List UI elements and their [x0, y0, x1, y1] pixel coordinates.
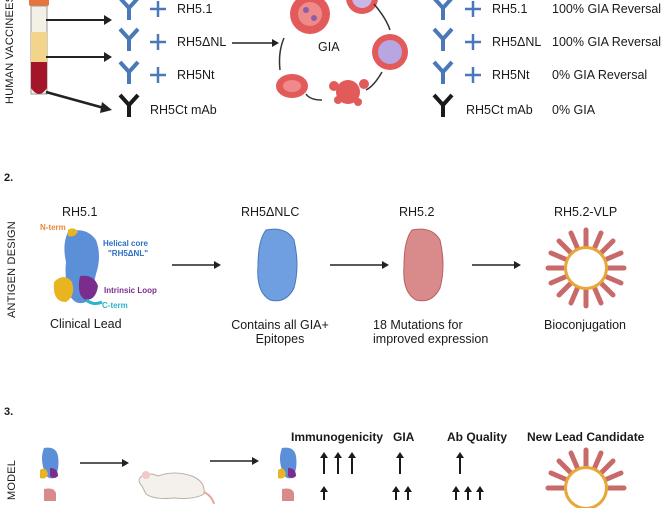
- antibody-icon: [432, 27, 454, 51]
- result-label: 0% GIA: [552, 103, 596, 117]
- header-immunogenicity: Immunogenicity: [291, 430, 384, 444]
- antigen-label: RH5.1: [492, 2, 528, 16]
- antibody-icon: [119, 0, 139, 20]
- rh52-structure-icon: [282, 488, 294, 501]
- antibody-icon: [433, 0, 453, 20]
- arrow-icon: [472, 261, 521, 269]
- up-arrow-icon: [456, 452, 464, 474]
- antibody-icon: [432, 93, 454, 117]
- antibody-icon: [118, 27, 140, 51]
- section2-side-label: ANTIGEN DESIGN: [6, 221, 18, 318]
- arrow-icon: [172, 261, 221, 269]
- up-arrow-icon: [392, 486, 412, 500]
- section3-side-label: MODEL: [6, 459, 18, 500]
- antigen-label: RH5Nt: [492, 68, 530, 82]
- up-arrow-icon: [452, 486, 484, 500]
- result-label: 0% GIA Reversal: [552, 68, 648, 82]
- mab-label: RH5Ct mAb: [150, 103, 217, 117]
- nterm-label: N-term: [40, 223, 66, 232]
- rh52-structure-icon: [44, 488, 56, 501]
- section3-number: 3.: [4, 406, 14, 418]
- vlp-icon: [545, 227, 627, 309]
- plus-icon: [150, 34, 166, 50]
- cterm-label: C-term: [102, 301, 128, 310]
- plus-icon: [150, 67, 166, 83]
- tube-arrows: [45, 15, 112, 113]
- header-gia: GIA: [393, 430, 415, 444]
- antibody-icon: [118, 93, 140, 117]
- blood-tube-icon: [29, 0, 49, 95]
- rh51-structure-icon: [40, 447, 59, 479]
- item-title: RH5ΔNLC: [241, 205, 300, 219]
- rh5dnlc-structure-icon: [257, 228, 298, 302]
- plus-icon: [465, 67, 481, 83]
- result-label: 100% GIA Reversal: [552, 2, 662, 16]
- mab-label: RH5Ct mAb: [466, 103, 533, 117]
- arrow-icon: [330, 261, 389, 269]
- up-arrow-icon: [396, 452, 404, 474]
- helical-label: Helical core: [103, 239, 148, 248]
- antibody-icon: [118, 60, 140, 84]
- up-arrow-icon: [320, 486, 328, 500]
- plus-icon: [465, 34, 481, 50]
- rh51-structure-icon: [278, 447, 297, 479]
- antigen-label: RH5ΔNL: [492, 35, 542, 49]
- header-ab-quality: Ab Quality: [447, 430, 508, 444]
- item-title: RH5.2: [399, 205, 435, 219]
- item-title: RH5.2-VLP: [554, 205, 618, 219]
- rat-icon: [138, 471, 215, 505]
- result-label: 100% GIA Reversal: [552, 35, 662, 49]
- item-caption: Contains all GIA+ Epitopes: [231, 318, 329, 346]
- gia-label: GIA: [318, 40, 340, 54]
- item-caption: Bioconjugation: [544, 318, 627, 332]
- loop-label: Intrinsic Loop: [104, 286, 157, 295]
- vlp-icon: [545, 447, 627, 508]
- plus-icon: [150, 1, 166, 17]
- arrow-icon: [80, 459, 129, 467]
- item-caption: 18 Mutations for improved expression: [373, 318, 489, 346]
- plus-icon: [465, 1, 481, 17]
- arrow-to-gia: [232, 39, 279, 47]
- section2-number: 2.: [4, 172, 14, 184]
- section1-side-label: HUMAN VACCINEES: [4, 0, 16, 104]
- antibody-icon: [432, 60, 454, 84]
- antigen-label: RH5Nt: [177, 68, 215, 82]
- antigen-label: RH5ΔNL: [177, 35, 227, 49]
- header-new-lead: New Lead Candidate: [527, 430, 645, 444]
- up-arrow-icon: [320, 452, 356, 474]
- helical-label-2: "RH5ΔNL": [108, 249, 149, 258]
- antigen-label: RH5.1: [177, 2, 213, 16]
- rh52-structure-icon: [403, 228, 444, 302]
- item-title: RH5.1: [62, 205, 98, 219]
- arrow-icon: [210, 457, 259, 465]
- gia-cycle-diagram: [276, 0, 408, 106]
- rh51-structure-icon: [53, 228, 103, 306]
- item-caption: Clinical Lead: [50, 317, 122, 331]
